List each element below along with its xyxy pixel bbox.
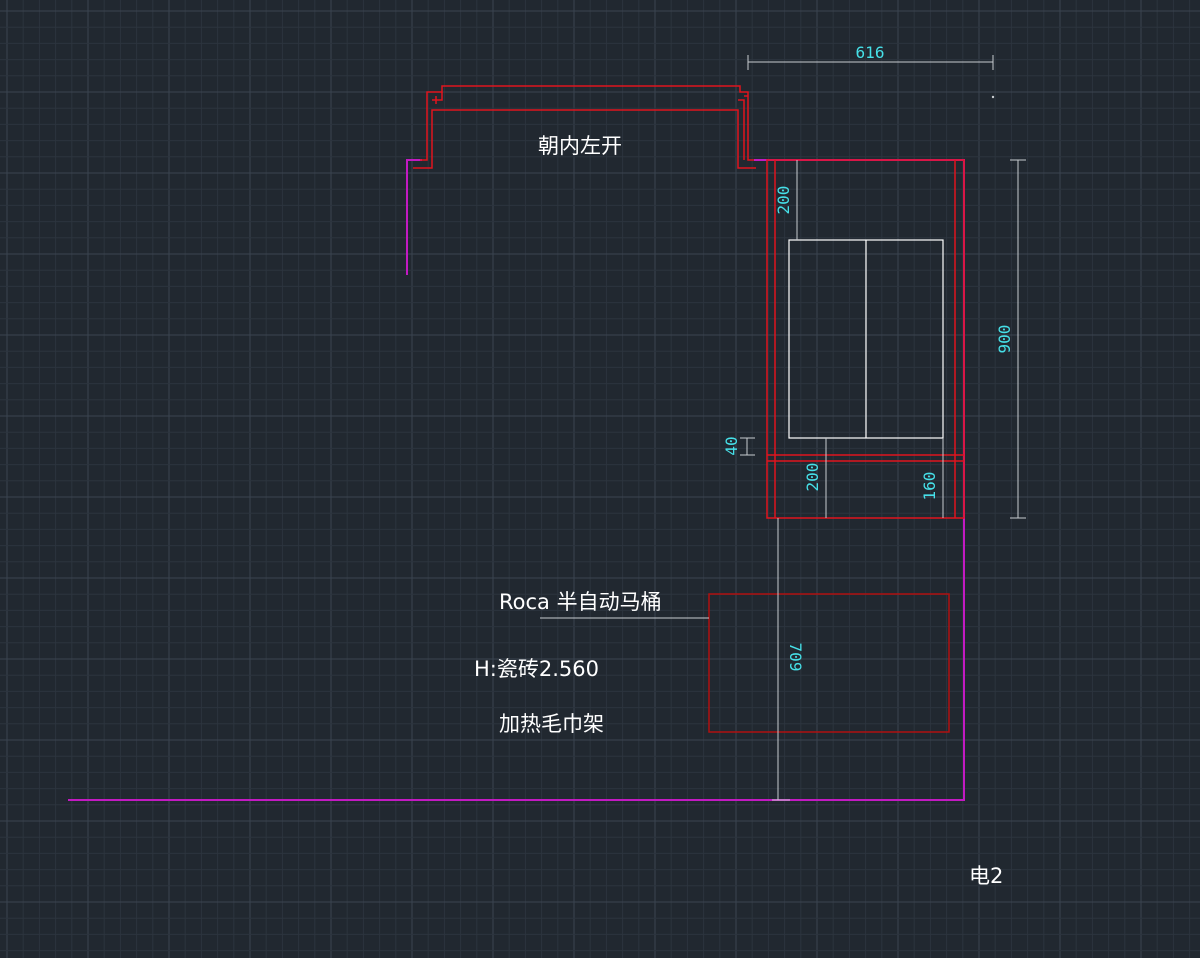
electric-label: 电2: [969, 864, 1003, 888]
marker-dot: [991, 95, 995, 99]
basin: [788, 239, 944, 439]
tile-height-label: H:瓷砖2.560: [474, 657, 599, 681]
door-label: 朝内左开: [538, 134, 622, 158]
dim-200-top: 200: [774, 186, 793, 215]
walls: [68, 159, 965, 801]
dimension-texts: 616 900 200 40 200 160 709: [722, 43, 1014, 671]
dim-200-bottom: 200: [803, 463, 822, 492]
towel-rack-label: 加热毛巾架: [499, 712, 604, 736]
toilet-label: Roca 半自动马桶: [499, 590, 662, 614]
cabinet-outline: [766, 159, 965, 519]
door-frame: [413, 85, 756, 169]
dim-40: 40: [722, 436, 741, 455]
dim-160: 160: [920, 472, 939, 501]
cabinet: [766, 159, 965, 519]
wall-left-stub: [406, 159, 422, 275]
dim-900: 900: [995, 325, 1014, 354]
labels: 朝内左开 Roca 半自动马桶 H:瓷砖2.560 加热毛巾架 电2: [474, 134, 1003, 888]
wall-top-right: [68, 159, 965, 801]
toilet-outline: [708, 593, 950, 733]
dim-616: 616: [856, 43, 885, 62]
dim-709: 709: [786, 643, 805, 672]
dimension-lines: [740, 55, 1026, 801]
